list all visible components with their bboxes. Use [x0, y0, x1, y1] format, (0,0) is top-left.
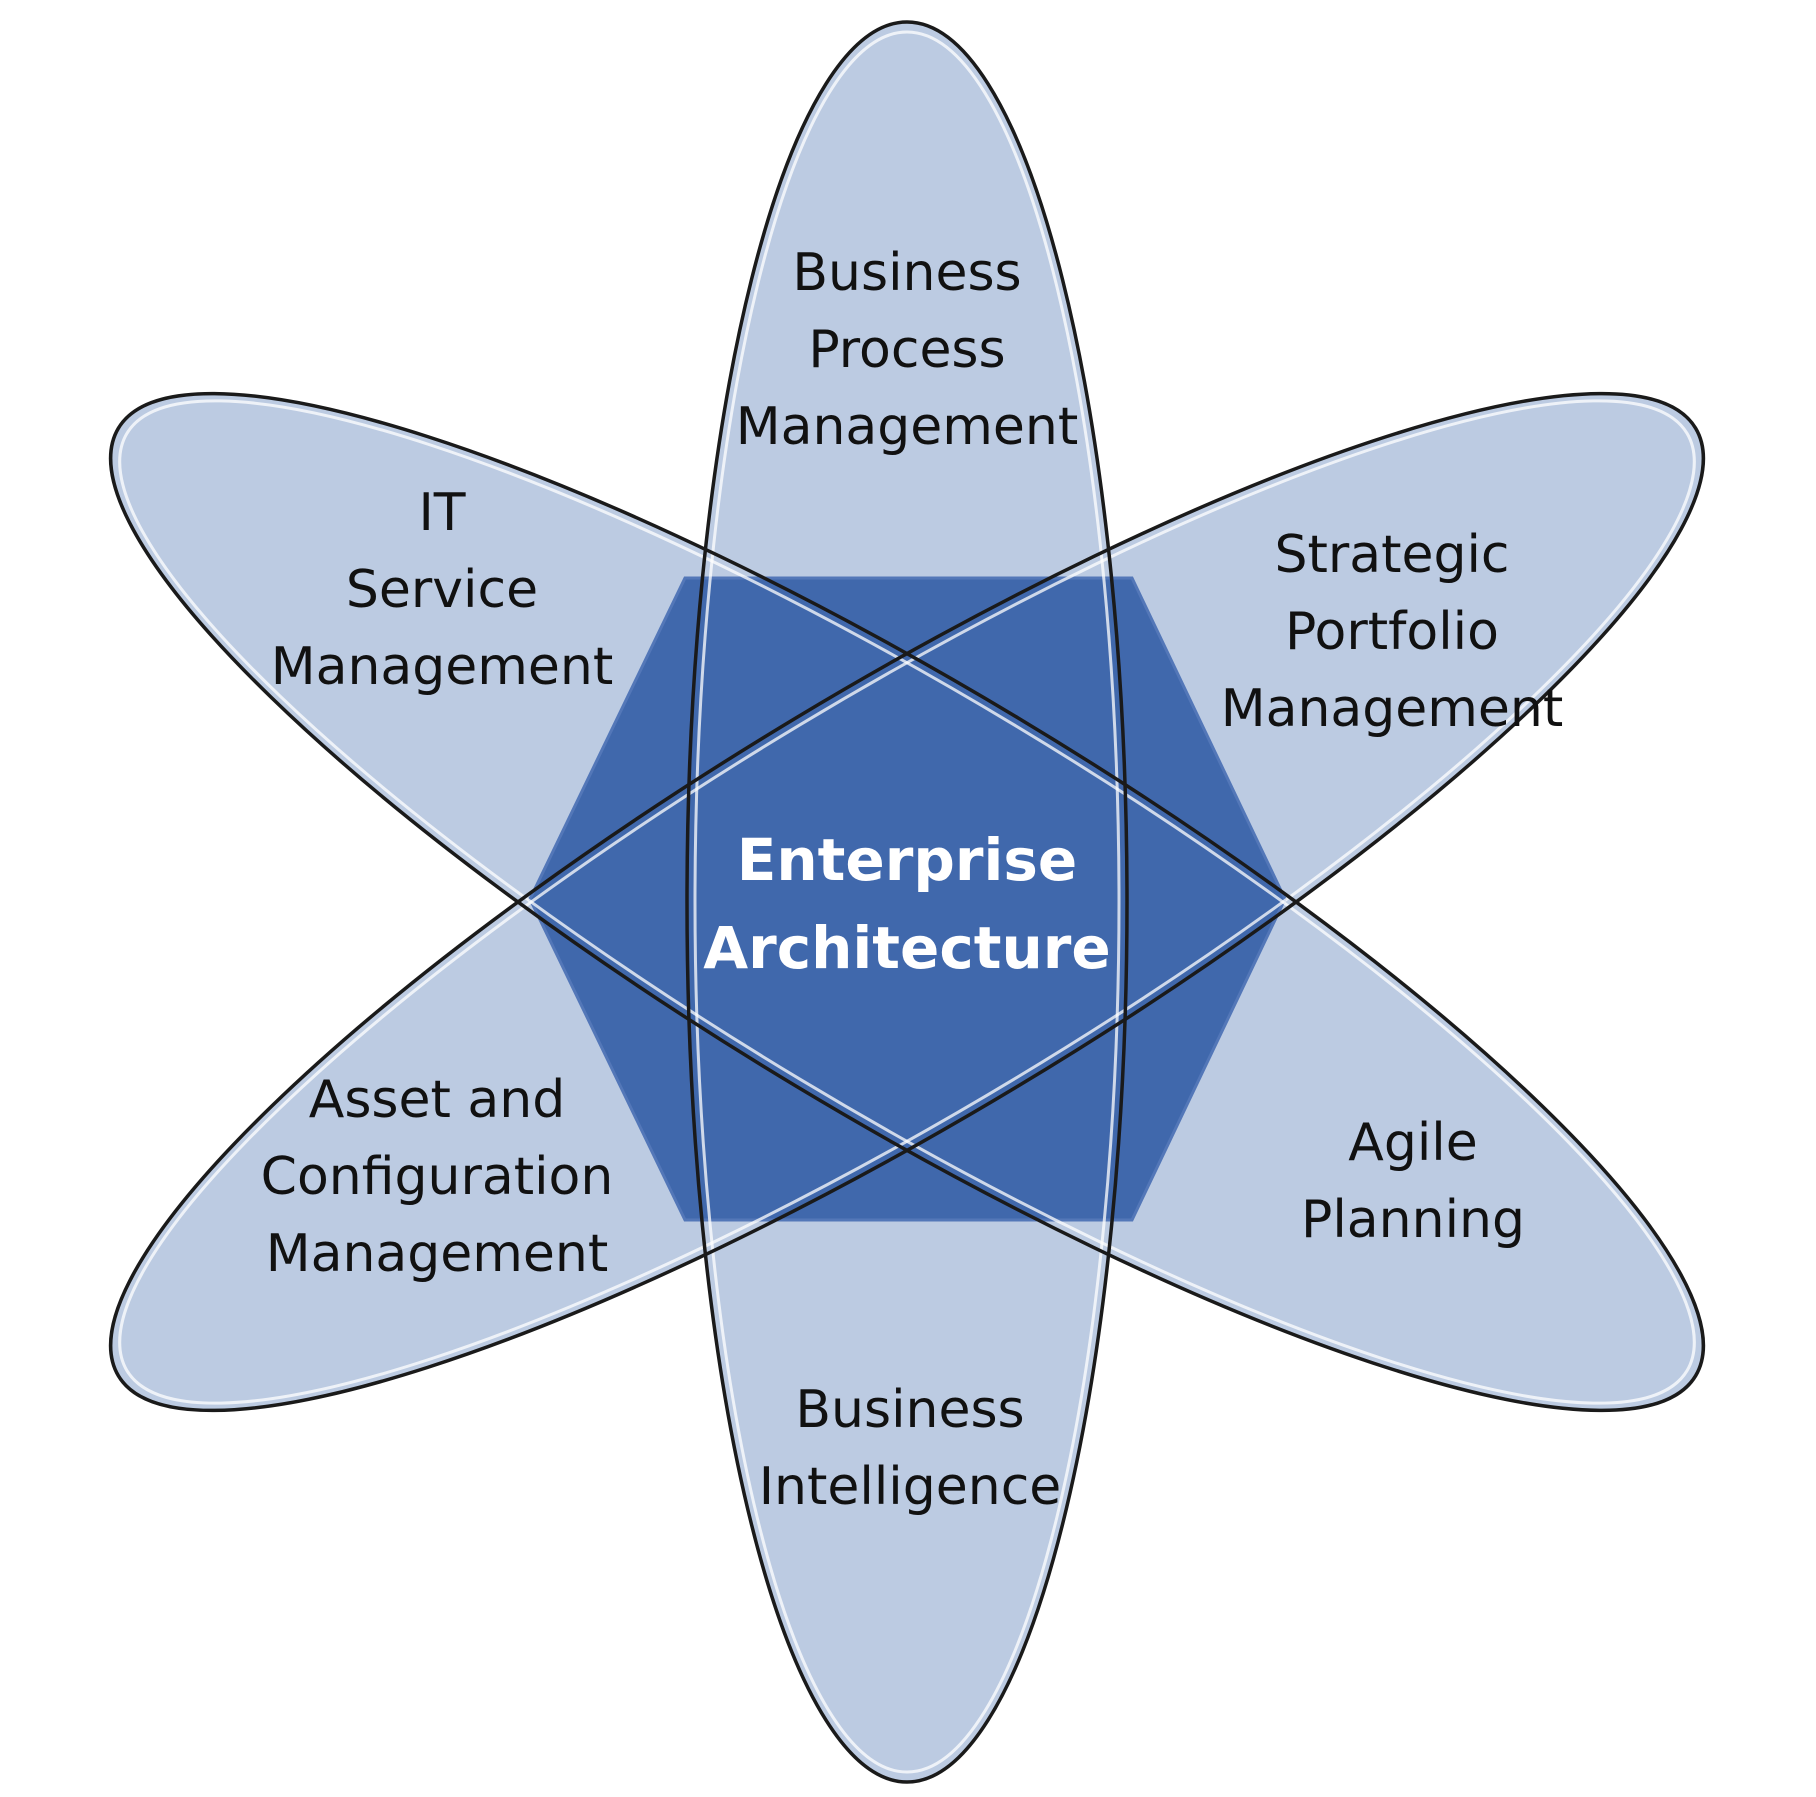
label-bottom-line-2: Intelligence	[759, 1457, 1062, 1517]
petal-vertical-outline	[685, 20, 1129, 1784]
label-upper-left-line-2: Service	[346, 560, 538, 620]
label-top-line-1: Business	[792, 243, 1021, 303]
label-lower-right-line-2: Planning	[1301, 1190, 1525, 1250]
label-bottom-line-1: Business	[795, 1380, 1024, 1440]
center-title-line-2: Architecture	[703, 914, 1110, 982]
label-upper-left-line-3: Management	[271, 637, 614, 697]
petal-vertical-highlight	[693, 30, 1121, 1774]
label-business-intelligence: Business Intelligence	[759, 1380, 1062, 1517]
petal-diagonal-down-highlight	[118, 399, 1696, 1405]
label-agile-planning: Agile Planning	[1301, 1113, 1525, 1250]
label-top-line-3: Management	[736, 397, 1079, 457]
label-strategic-portfolio-management: Strategic Portfolio Management	[1221, 525, 1564, 739]
label-lower-left-line-1: Asset and	[309, 1070, 566, 1130]
petal-diagonal-up-highlight	[118, 399, 1696, 1405]
label-lower-left-line-3: Management	[266, 1224, 609, 1284]
petal-diagonal-up-outline	[108, 391, 1706, 1413]
center-title-line-1: Enterprise	[737, 826, 1077, 894]
label-lower-left-line-2: Configuration	[261, 1147, 614, 1207]
label-upper-right-line-3: Management	[1221, 679, 1564, 739]
petal-outlines	[108, 20, 1706, 1784]
petal-diagonal-down-outline	[108, 391, 1706, 1413]
label-asset-configuration-management: Asset and Configuration Management	[261, 1070, 614, 1284]
label-upper-right-line-1: Strategic	[1274, 525, 1509, 585]
label-upper-left-line-1: IT	[418, 483, 465, 543]
center-title: Enterprise Architecture	[703, 826, 1110, 982]
label-it-service-management: IT Service Management	[271, 483, 614, 697]
center-hexagon	[528, 576, 1287, 1222]
label-top-line-2: Process	[808, 320, 1005, 380]
label-upper-right-line-2: Portfolio	[1285, 602, 1499, 662]
label-business-process-management: Business Process Management	[736, 243, 1079, 457]
label-lower-right-line-1: Agile	[1348, 1113, 1477, 1173]
